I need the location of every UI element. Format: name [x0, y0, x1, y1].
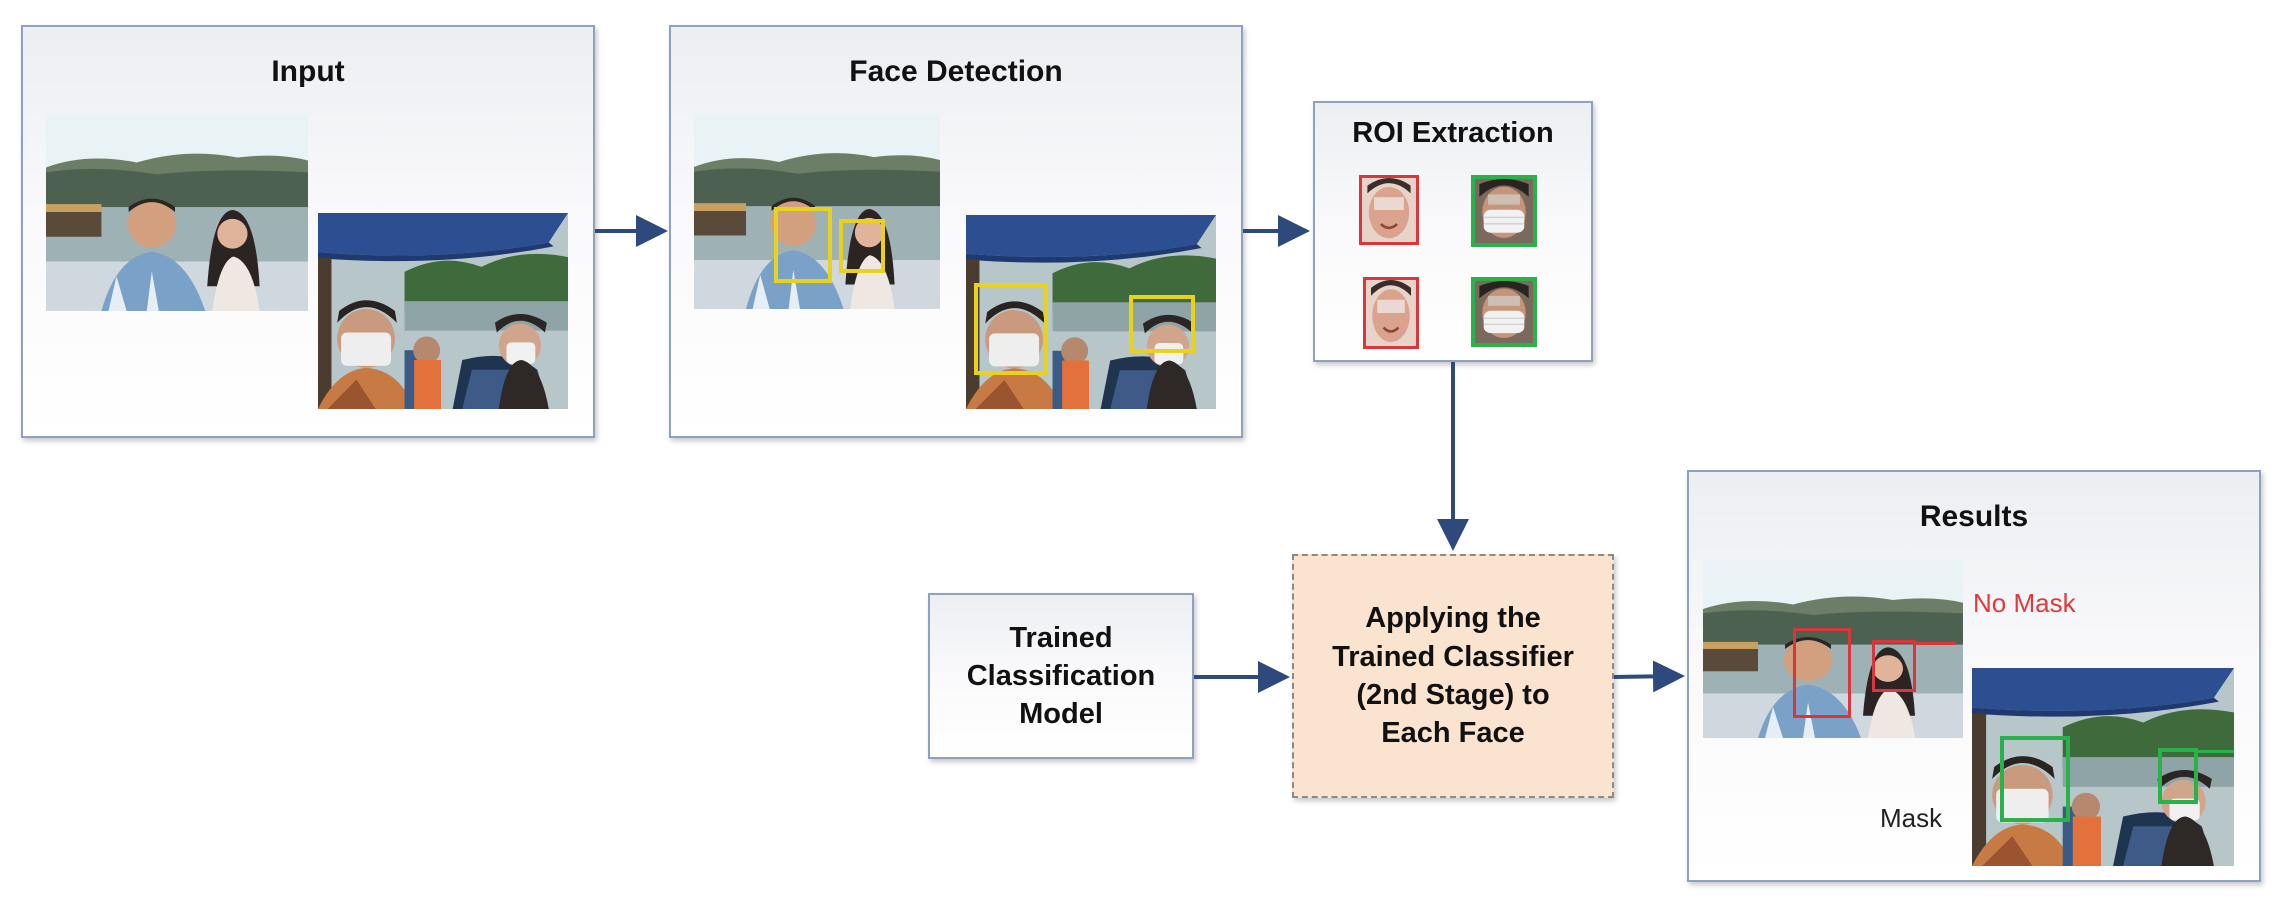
roi-extraction-panel: ROI Extraction — [1313, 101, 1593, 362]
classifier-box: Applying the Trained Classifier (2nd Sta… — [1292, 554, 1614, 798]
roi-face-masked — [1471, 175, 1537, 247]
input-title: Input — [271, 55, 345, 88]
results-title: Results — [1919, 500, 2029, 533]
classifier-label: Applying the Trained Classifier (2nd Sta… — [1332, 602, 1574, 750]
no-mask-detection-box — [1872, 640, 1916, 692]
no-mask-marker-line — [1916, 642, 1956, 645]
results-panel: Results No Mask Mask — [1687, 470, 2261, 882]
input-panel: Input — [21, 25, 595, 438]
detection-box — [774, 207, 832, 283]
roi-face-masked — [1471, 277, 1537, 347]
results-photo-unmasked — [1703, 560, 1963, 738]
mask-detection-box — [2000, 736, 2070, 822]
mask-marker-line — [2198, 750, 2234, 753]
mask-detection-box — [2158, 748, 2198, 804]
trained-model-box: Trained Classification Model — [928, 593, 1194, 759]
detection-box — [1129, 295, 1195, 353]
face-detection-title: Face Detection — [849, 55, 1063, 88]
no-mask-label: No Mask — [1973, 588, 2076, 618]
roi-face-unmasked — [1359, 175, 1419, 245]
no-mask-detection-box — [1793, 628, 1851, 718]
detection-photo-masked — [966, 215, 1216, 409]
detection-box — [974, 283, 1048, 375]
trained-model-label: Trained Classification Model — [966, 621, 1156, 731]
face-detection-panel: Face Detection — [669, 25, 1243, 438]
roi-extraction-title: ROI Extraction — [1352, 117, 1554, 149]
detection-box — [839, 219, 885, 273]
roi-face-unmasked — [1363, 277, 1419, 349]
detection-photo-unmasked — [694, 113, 940, 309]
mask-label: Mask — [1880, 803, 1943, 833]
arrow-classifier-to-results — [1613, 660, 1685, 693]
results-photo-masked — [1972, 668, 2234, 866]
